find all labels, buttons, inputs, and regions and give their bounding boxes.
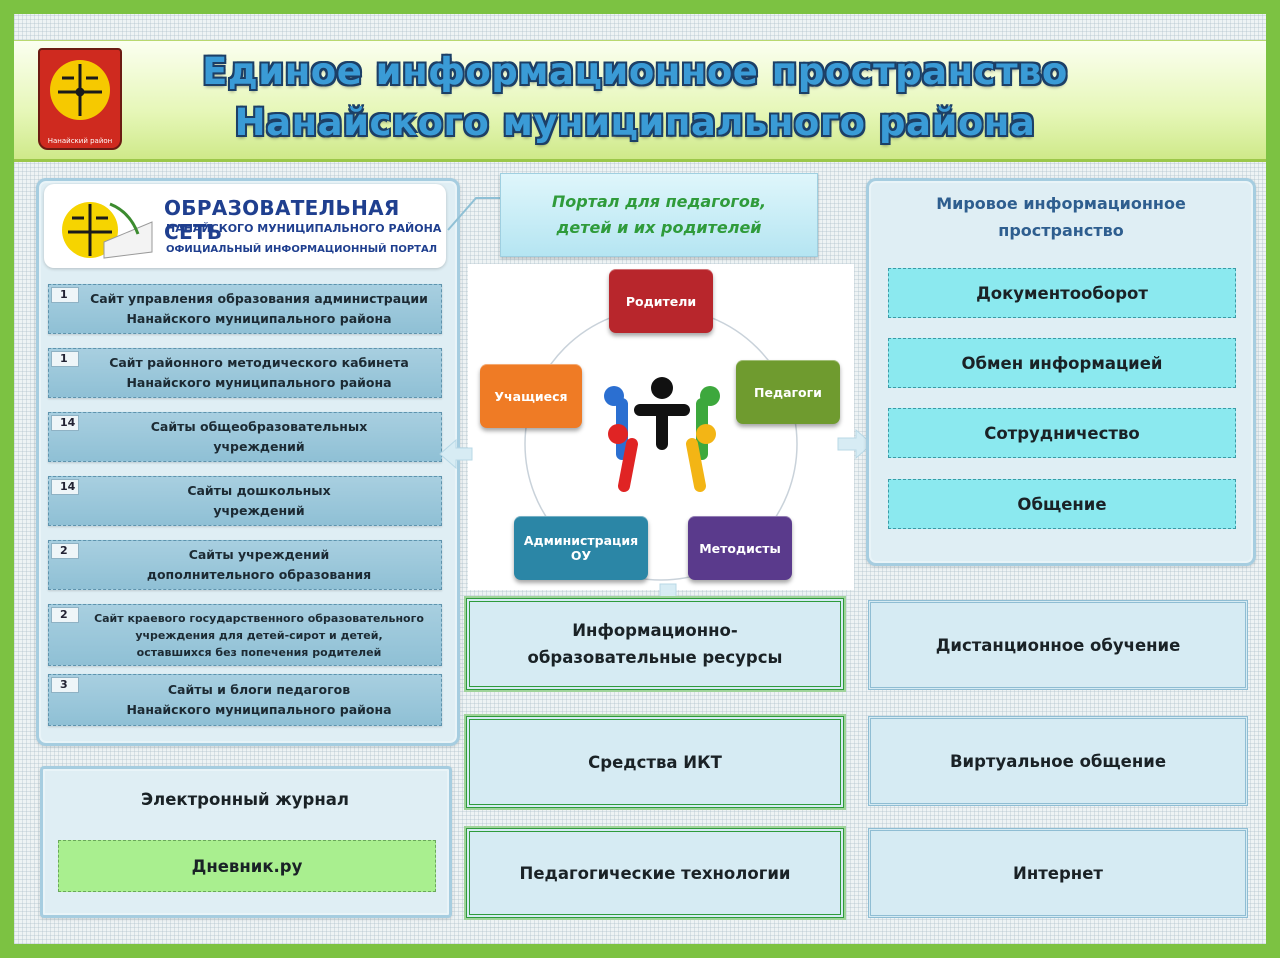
dnevnik-link[interactable]: Дневник.ру	[58, 840, 436, 892]
network-item[interactable]: 1 Сайт управления образования администра…	[48, 284, 442, 334]
item-count: 1	[51, 351, 79, 367]
world-item-communication[interactable]: Общение	[888, 479, 1236, 529]
item-count: 2	[51, 607, 79, 623]
network-item[interactable]: 14 Сайты дошкольных учреждений	[48, 476, 442, 526]
item-label: Сайты учреждений дополнительного образов…	[83, 541, 435, 589]
network-item[interactable]: 2 Сайт краевого государственного образов…	[48, 604, 442, 666]
world-item-cooperation[interactable]: Сотрудничество	[888, 408, 1236, 458]
item-count: 14	[51, 415, 79, 431]
people-group-icon	[592, 374, 732, 494]
pedagogical-technologies-box[interactable]: Педагогические технологии	[466, 828, 844, 918]
page-title-line-2: Нанайского муниципального района	[130, 101, 1140, 144]
virtual-communication-box[interactable]: Виртуальное общение	[868, 716, 1248, 806]
item-label: Сайт краевого государственного образоват…	[83, 605, 435, 665]
network-logo-icon	[54, 192, 158, 262]
network-logo-caption: ОФИЦИАЛЬНЫЙ ИНФОРМАЦИОННЫЙ ПОРТАЛ	[166, 244, 437, 255]
world-space-title: Мировое информационное пространство	[878, 190, 1244, 244]
district-emblem: Нанайский район	[38, 48, 122, 150]
network-item[interactable]: 1 Сайт районного методического кабинета …	[48, 348, 442, 398]
arrow-left-icon	[438, 436, 474, 472]
emblem-sun-icon	[40, 50, 120, 130]
node-school-administration[interactable]: Администрация ОУ	[514, 516, 648, 580]
portal-caption: Портал для педагогов, детей и их родител…	[500, 173, 818, 257]
item-count: 14	[51, 479, 79, 495]
network-item[interactable]: 14 Сайты общеобразовательных учреждений	[48, 412, 442, 462]
item-label: Сайт районного методического кабинета На…	[83, 349, 435, 397]
world-item-document-flow[interactable]: Документооборот	[888, 268, 1236, 318]
emblem-label: Нанайский район	[40, 137, 120, 145]
item-count: 1	[51, 287, 79, 303]
node-students[interactable]: Учащиеся	[480, 364, 582, 428]
network-logo-subtitle: НАНАЙСКОГО МУНИЦИПАЛЬНОГО РАЙОНА	[166, 222, 441, 235]
page-title-line-1: Единое информационное пространство	[130, 50, 1140, 93]
network-logo-title: ОБРАЗОВАТЕЛЬНАЯ СЕТЬ	[164, 196, 446, 244]
node-methodists[interactable]: Методисты	[688, 516, 792, 580]
node-teachers[interactable]: Педагоги	[736, 360, 840, 424]
world-item-information-exchange[interactable]: Обмен информацией	[888, 338, 1236, 388]
item-label: Сайты дошкольных учреждений	[83, 477, 435, 525]
item-label: Сайты и блоги педагогов Нанайского муниц…	[83, 675, 435, 725]
network-logo-card[interactable]: ОБРАЗОВАТЕЛЬНАЯ СЕТЬ НАНАЙСКОГО МУНИЦИПА…	[44, 184, 446, 268]
electronic-journal-title: Электронный журнал	[44, 790, 446, 809]
network-item[interactable]: 2 Сайты учреждений дополнительного образ…	[48, 540, 442, 590]
educational-resources-box[interactable]: Информационно- образовательные ресурсы	[466, 598, 844, 690]
ict-tools-box[interactable]: Средства ИКТ	[466, 716, 844, 808]
network-item[interactable]: 3 Сайты и блоги педагогов Нанайского мун…	[48, 674, 442, 726]
node-parents[interactable]: Родители	[609, 269, 713, 333]
connector-line	[446, 190, 506, 240]
item-count: 3	[51, 677, 79, 693]
distance-learning-box[interactable]: Дистанционное обучение	[868, 600, 1248, 690]
item-label: Сайт управления образования администраци…	[83, 285, 435, 333]
internet-box[interactable]: Интернет	[868, 828, 1248, 918]
item-label: Сайты общеобразовательных учреждений	[83, 413, 435, 461]
item-count: 2	[51, 543, 79, 559]
